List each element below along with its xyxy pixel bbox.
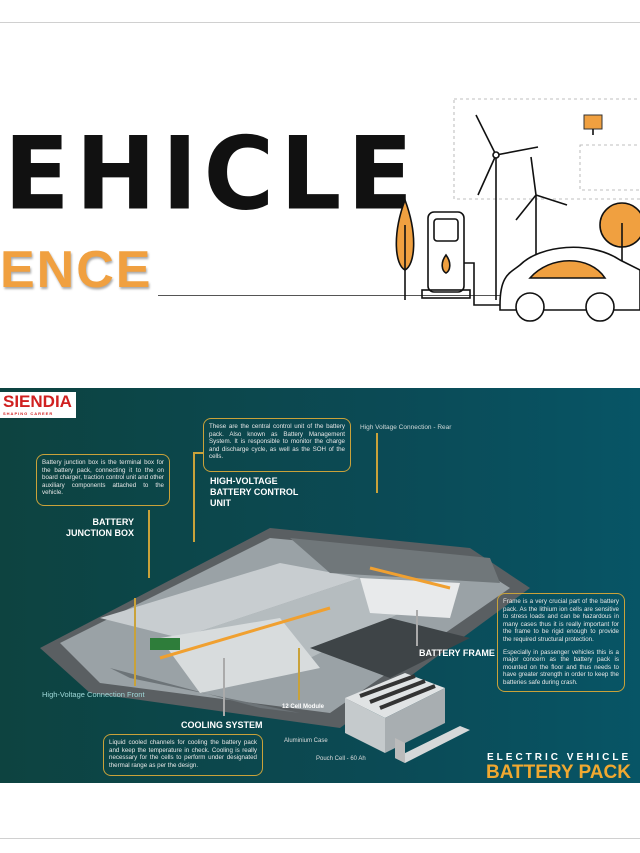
solar-panel-icon: [583, 114, 603, 135]
tree-round-icon: [599, 202, 640, 275]
logo-text: SIENDIA: [3, 392, 72, 411]
title-big: BATTERY PACK: [486, 762, 631, 783]
junction-leader-line: [148, 510, 150, 578]
hv-front-label: High-Voltage Connection Front: [42, 690, 145, 699]
hv-rear-label: High Voltage Connection - Rear: [360, 424, 452, 431]
cooling-label: COOLING SYSTEM: [181, 720, 263, 730]
title-small: ELECTRIC VEHICLE: [487, 752, 632, 763]
title-vehicle: EHICLE: [4, 115, 419, 233]
frame-leader-line: [416, 610, 418, 646]
ev-charging-illustration: [395, 98, 640, 322]
frame-description-2: Especially in passenger vehicles this is…: [503, 648, 619, 686]
logo-tagline: SHAPING CAREER: [3, 411, 54, 416]
cell-module-illustration: [345, 673, 470, 763]
cooling-leader-line: [223, 658, 225, 716]
electric-car-icon: [499, 246, 640, 322]
bms-leader-line: [193, 452, 203, 454]
wind-turbine-icon: [475, 114, 539, 300]
tree-icon: [395, 197, 415, 300]
hv-front-leader-line: [134, 598, 136, 686]
title-underline: [158, 295, 640, 296]
bms-description: These are the central control unit of th…: [203, 418, 351, 472]
title-science: ENCE: [0, 241, 153, 299]
bms-label: HIGH-VOLTAGE BATTERY CONTROL UNIT: [210, 476, 299, 508]
case-label: Aluminium Case: [284, 738, 328, 744]
bottom-divider: [0, 838, 640, 839]
hv-rear-leader-line: [376, 433, 378, 493]
frame-description: Frame is a very crucial part of the batt…: [497, 593, 625, 692]
frame-label: BATTERY FRAME: [419, 648, 495, 658]
module-leader-line: [298, 648, 300, 700]
bms-leader-line: [193, 452, 195, 542]
top-divider: [0, 22, 640, 23]
junction-label: BATTERY JUNCTION BOX: [65, 517, 134, 538]
junction-description: Battery junction box is the terminal box…: [36, 454, 170, 506]
charging-station-icon: [421, 211, 500, 306]
cell-label: Pouch Cell - 60 Ah: [316, 756, 366, 762]
module-label: 12 Cell Module: [282, 704, 325, 710]
frame-description-1: Frame is a very crucial part of the batt…: [503, 598, 619, 643]
cooling-description: Liquid cooled channels for cooling the b…: [103, 734, 263, 776]
